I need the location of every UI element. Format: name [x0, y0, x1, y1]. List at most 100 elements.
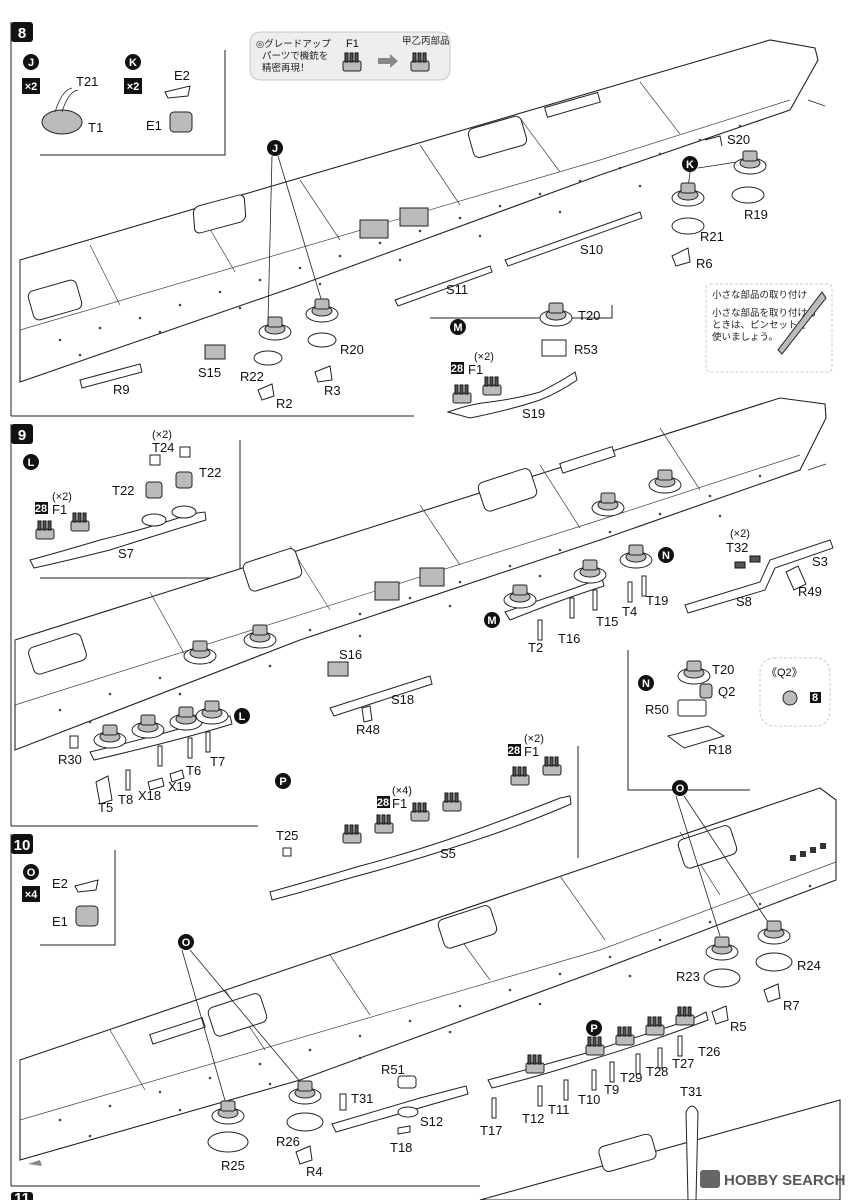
step-10: 10 O ×4 E2 E1 [10, 780, 837, 1187]
part-t5 [95, 775, 113, 805]
label-t24: T24 [152, 440, 174, 455]
part-r9 [79, 363, 143, 389]
small-parts-title: 小さな部品の取り付け [712, 289, 807, 301]
label-s7: S7 [118, 546, 134, 561]
grade-up-note: ◎グレードアップ パーツで機銃を 精密再現！ F1 甲乙丙部品 [249, 31, 451, 81]
label-t31-a: T31 [351, 1091, 373, 1106]
part-t24-b [179, 446, 191, 458]
marker-l-letter: L [239, 711, 246, 723]
label-r6: R6 [696, 256, 713, 271]
marker-k-letter: K [686, 159, 694, 171]
label-s19: S19 [522, 406, 545, 421]
part-t22-b [175, 471, 193, 489]
marker-n-letter: N [662, 550, 670, 562]
pe-badge [35, 502, 48, 514]
step-number-badge [11, 424, 33, 444]
step-11: 11 T31 [11, 1084, 841, 1200]
part-q2 [699, 683, 713, 699]
label-t22-b: T22 [199, 465, 221, 480]
label-s3: S3 [812, 554, 828, 569]
part-r5 [711, 1005, 729, 1025]
multiplier-o: ×4 [25, 889, 38, 901]
part-e2 [164, 85, 191, 99]
part-r24 [755, 952, 793, 972]
label-r3: R3 [324, 383, 341, 398]
label-s16: S16 [339, 647, 362, 662]
label-s11: S11 [446, 282, 468, 297]
marker-p-letter: P [590, 1023, 597, 1035]
step-9: 9 L 28 (×2) F1 S7 (×2) T24 T22 T22 [10, 397, 834, 827]
label-e2: E2 [52, 876, 68, 891]
part-r26 [286, 1112, 324, 1132]
part-r23 [703, 968, 741, 988]
label-r19: R19 [744, 207, 768, 222]
q2-ref-label: 《Q2》 [766, 666, 803, 679]
part-r53 [541, 339, 567, 357]
part-s15 [204, 344, 226, 360]
label-s15: S15 [198, 365, 221, 380]
label-s10: S10 [580, 242, 603, 257]
part-s10 [504, 211, 643, 267]
subassembly-j-letter: J [28, 57, 34, 69]
small-parts-note: 小さな部品の取り付け 小さな部品を取り付ける ときは、ピンセットを 使いましょう… [705, 283, 833, 373]
marker-o [672, 780, 688, 796]
marker-n [638, 675, 654, 691]
grade-up-part-to: 甲乙丙部品 [402, 35, 450, 47]
step-8: 8 J ×2 T21 T1 K ×2 E2 E1 [10, 22, 833, 421]
part-s16 [327, 661, 349, 677]
marker-o [178, 934, 194, 950]
label-r21: R21 [700, 229, 724, 244]
label-t29: T29 [620, 1070, 642, 1085]
label-s20: S20 [727, 132, 750, 147]
label-t24-x2: (×2) [152, 429, 172, 441]
part-s7 [29, 511, 207, 569]
label-t32: T32 [726, 540, 748, 555]
marker-l-letter: L [28, 457, 35, 469]
part-e1 [169, 111, 193, 133]
pe-badge [377, 796, 390, 808]
carrier-hull-step9 [14, 397, 827, 751]
grade-up-part-from: F1 [346, 38, 359, 50]
part-t22-a [145, 481, 163, 499]
part-e1 [75, 905, 99, 927]
label-t20: T20 [578, 308, 600, 323]
step-number: 9 [18, 427, 26, 444]
marker-l [23, 454, 39, 470]
label-r26: R26 [276, 1134, 300, 1149]
label-t17: T17 [480, 1123, 502, 1138]
marker-m [450, 319, 466, 335]
label-f1-b: F1 [392, 796, 407, 811]
label-r22: R22 [240, 369, 264, 384]
label-r2: R2 [276, 396, 293, 411]
watermark: HOBBY SEARCH [700, 1170, 845, 1189]
multiplier-badge [22, 886, 40, 902]
multiplier-badge [22, 78, 40, 94]
label-s18: S18 [391, 692, 414, 707]
small-parts-line1: 小さな部品を取り付ける [712, 307, 817, 319]
pe-badge-number: 28 [377, 797, 389, 809]
subassembly-k-letter: K [129, 57, 137, 69]
marker-o-letter: O [676, 783, 685, 795]
part-t18 [397, 1125, 411, 1135]
step-number: 8 [18, 25, 26, 42]
marker-o-letter: O [27, 867, 36, 879]
marker-j-letter: J [272, 143, 278, 155]
carrier-hull-step10 [19, 787, 837, 1161]
part-s5 [269, 795, 572, 901]
marker-j [267, 140, 283, 156]
label-r5: R5 [730, 1019, 747, 1034]
label-x18: X18 [138, 788, 161, 803]
part-r25 [207, 1131, 249, 1153]
step-number-badge [11, 1192, 33, 1200]
part-s20 [704, 135, 723, 147]
pe-badge-number: 28 [508, 745, 520, 757]
q2-reference: 《Q2》 8 [759, 657, 831, 727]
marker-n [658, 547, 674, 563]
label-t11: T11 [548, 1102, 569, 1117]
marker-o-letter: O [182, 937, 191, 949]
label-t12: T12 [522, 1111, 544, 1126]
label-x2: (×2) [474, 351, 494, 363]
marker-p [586, 1020, 602, 1036]
marker-m-letter: M [487, 615, 496, 627]
label-r25: R25 [221, 1158, 245, 1173]
